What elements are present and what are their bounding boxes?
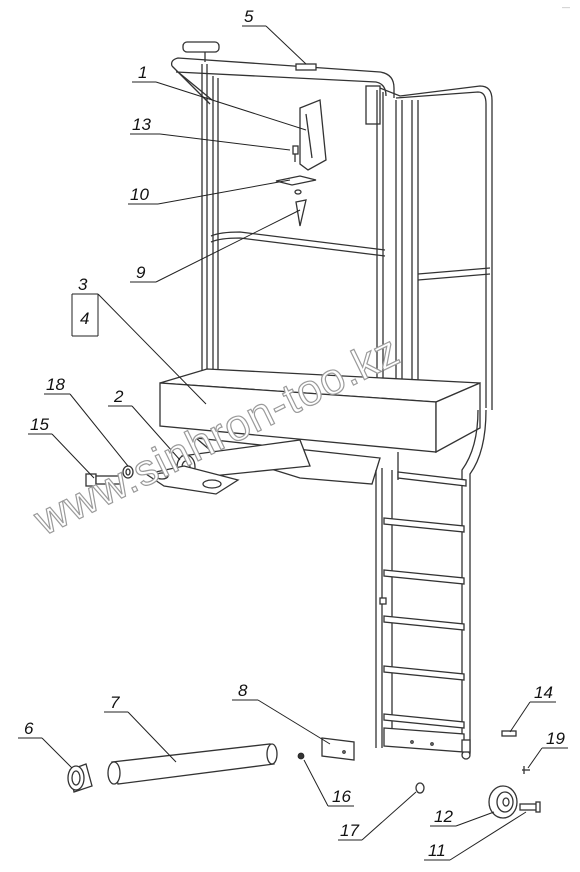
screw-part-13 <box>292 145 299 162</box>
bracket-part-1 <box>299 99 327 171</box>
callout-labels: 5 1 13 10 9 3 4 18 2 15 8 14 19 6 7 16 1… <box>24 7 565 860</box>
callout-14: 14 <box>534 683 553 702</box>
callout-13: 13 <box>132 115 151 134</box>
ladder <box>375 409 487 760</box>
callout-18: 18 <box>46 375 65 394</box>
washer-part-18 <box>122 465 134 479</box>
cotter-part-19 <box>522 766 530 774</box>
wedge-part-9 <box>295 199 307 227</box>
callout-3: 3 <box>78 275 88 294</box>
callout-5: 5 <box>244 7 254 26</box>
bolt-part-15 <box>85 473 121 487</box>
bushing-part-6 <box>67 763 93 793</box>
callout-8: 8 <box>238 681 248 700</box>
callout-11: 11 <box>428 841 446 860</box>
roller-part-2 <box>144 439 311 495</box>
washer-part-17 <box>415 782 425 794</box>
callout-19: 19 <box>546 729 565 748</box>
leader-lines <box>18 25 568 861</box>
right-posts <box>376 90 491 392</box>
callout-4: 4 <box>80 309 89 328</box>
callout-17: 17 <box>340 821 359 840</box>
axle-part-11 <box>519 801 541 813</box>
callout-10: 10 <box>130 185 149 204</box>
nut-part-16 <box>297 752 305 760</box>
tube-part-7 <box>107 743 278 785</box>
left-posts <box>201 64 386 382</box>
callout-7: 7 <box>110 693 120 712</box>
callout-12: 12 <box>434 807 453 826</box>
pin-part-14 <box>501 730 517 737</box>
corner-mark: — <box>562 3 570 12</box>
callout-1: 1 <box>138 63 147 82</box>
callout-6: 6 <box>24 719 34 738</box>
plate-part-8 <box>321 737 355 761</box>
callout-9: 9 <box>136 263 146 282</box>
callout-16: 16 <box>332 787 351 806</box>
wheel-part-12 <box>488 785 518 819</box>
callout-2: 2 <box>113 387 124 406</box>
plate-part-10 <box>275 175 317 195</box>
callout-15: 15 <box>30 415 49 434</box>
